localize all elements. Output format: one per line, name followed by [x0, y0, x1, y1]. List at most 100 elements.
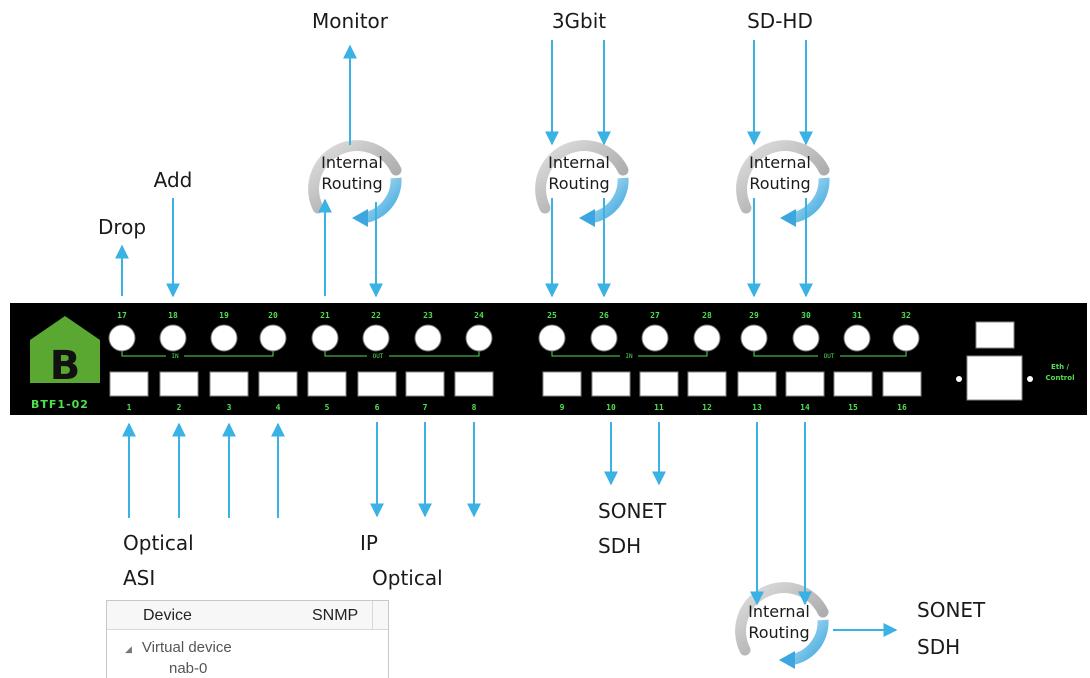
- sdhd-label: SD-HD: [747, 9, 813, 33]
- device-table-header: Device SNMP: [107, 601, 388, 630]
- routing-2-line2: Routing: [548, 174, 609, 193]
- port-number-label: 28: [702, 311, 712, 320]
- sfp-port[interactable]: [109, 371, 149, 397]
- optical-in-label: Optical: [123, 531, 194, 555]
- column-header-device[interactable]: Device: [143, 607, 192, 624]
- sdh-mid-label: SDH: [598, 534, 641, 558]
- in-label-2: IN: [625, 353, 633, 360]
- column-divider[interactable]: [372, 601, 373, 629]
- eth-label-1: Eth /: [1051, 363, 1070, 371]
- bnc-port[interactable]: [159, 324, 187, 352]
- sfp-port[interactable]: [258, 371, 298, 397]
- tree-item-nab[interactable]: nab-0: [169, 660, 207, 677]
- port-number-label: 12: [702, 403, 712, 412]
- sfp-port[interactable]: [454, 371, 494, 397]
- routing-4-line2: Routing: [748, 623, 809, 642]
- bnc-port[interactable]: [538, 324, 566, 352]
- tree-item-virtual-device[interactable]: ◢ Virtual device: [125, 639, 232, 656]
- bnc-port[interactable]: [892, 324, 920, 352]
- routing-3-line1: Internal: [749, 153, 811, 172]
- port-number-label: 4: [276, 403, 281, 412]
- sfp-port[interactable]: [307, 371, 347, 397]
- routing-3-line2: Routing: [749, 174, 810, 193]
- port-number-label: 6: [375, 403, 380, 412]
- bnc-port[interactable]: [259, 324, 287, 352]
- routing-1-line2: Routing: [321, 174, 382, 193]
- sfp-port[interactable]: [737, 371, 777, 397]
- out-label-2: OUT: [824, 353, 835, 360]
- bnc-port[interactable]: [792, 324, 820, 352]
- routing-loop-3: Internal Routing: [736, 140, 830, 227]
- sfp-port[interactable]: [833, 371, 873, 397]
- bnc-port[interactable]: [362, 324, 390, 352]
- port-number-label: 20: [268, 311, 278, 320]
- bnc-port[interactable]: [740, 324, 768, 352]
- eth-label-2: Control: [1046, 374, 1075, 382]
- drop-label: Drop: [98, 215, 146, 239]
- out-label-1: OUT: [373, 353, 384, 360]
- bnc-port[interactable]: [108, 324, 136, 352]
- sfp-port[interactable]: [159, 371, 199, 397]
- port-number-label: 19: [219, 311, 229, 320]
- asi-label: ASI: [123, 566, 155, 590]
- column-header-snmp[interactable]: SNMP: [312, 607, 359, 624]
- sfp-port[interactable]: [209, 371, 249, 397]
- sfp-port[interactable]: [357, 371, 397, 397]
- port-number-label: 16: [897, 403, 907, 412]
- port-number-label: 10: [606, 403, 616, 412]
- port-number-label: 7: [423, 403, 428, 412]
- tree-item-label: Virtual device: [141, 639, 232, 656]
- bnc-port[interactable]: [210, 324, 238, 352]
- sfp-port[interactable]: [687, 371, 727, 397]
- port-number-label: 11: [654, 403, 664, 412]
- device-table: Device SNMP ◢ Virtual device nab-0: [106, 600, 389, 678]
- top-arrows: [115, 40, 813, 298]
- ip-label: IP: [360, 531, 378, 555]
- bottom-arrows: [122, 422, 898, 637]
- port-number-label: 26: [599, 311, 609, 320]
- port-number-label: 23: [423, 311, 433, 320]
- port-number-label: 29: [749, 311, 759, 320]
- bnc-port[interactable]: [465, 324, 493, 352]
- bnc-port[interactable]: [693, 324, 721, 352]
- control-screw-left: [956, 376, 962, 382]
- port-number-label: 9: [560, 403, 565, 412]
- port-number-label: 31: [852, 311, 862, 320]
- port-number-label: 25: [547, 311, 557, 320]
- sfp-port[interactable]: [785, 371, 825, 397]
- control-screw-right: [1027, 376, 1033, 382]
- sonet-right-label: SONET: [917, 598, 986, 622]
- port-number-label: 24: [474, 311, 484, 320]
- control-port[interactable]: [966, 355, 1023, 401]
- port-number-label: 5: [325, 403, 330, 412]
- sfp-port[interactable]: [542, 371, 582, 397]
- bnc-port[interactable]: [414, 324, 442, 352]
- expand-triangle-icon[interactable]: ◢: [125, 644, 132, 654]
- sfp-port[interactable]: [591, 371, 631, 397]
- add-label: Add: [154, 168, 193, 192]
- gbit3-label: 3Gbit: [552, 9, 606, 33]
- bnc-port[interactable]: [311, 324, 339, 352]
- sfp-port[interactable]: [639, 371, 679, 397]
- routing-4-line1: Internal: [748, 602, 810, 621]
- logo-letter: B: [50, 343, 81, 389]
- in-label-1: IN: [171, 353, 179, 360]
- port-number-label: 27: [650, 311, 660, 320]
- sfp-port[interactable]: [882, 371, 922, 397]
- eth-port[interactable]: [975, 321, 1015, 349]
- port-number-label: 2: [177, 403, 182, 412]
- bnc-port[interactable]: [843, 324, 871, 352]
- bnc-port[interactable]: [590, 324, 618, 352]
- bnc-port[interactable]: [641, 324, 669, 352]
- port-number-label: 30: [801, 311, 811, 320]
- sonet-mid-label: SONET: [598, 499, 667, 523]
- sfp-port[interactable]: [405, 371, 445, 397]
- device-name: BTF1-02: [31, 398, 89, 411]
- routing-loop-4: Internal Routing: [735, 582, 829, 669]
- port-number-label: 22: [371, 311, 381, 320]
- port-number-label: 17: [117, 311, 127, 320]
